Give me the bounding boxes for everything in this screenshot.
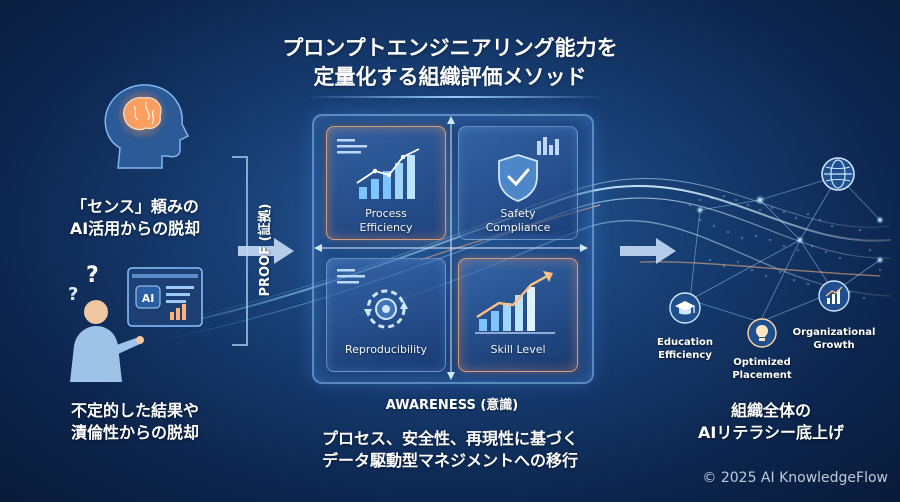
quadrant-repro-line1: Reproducibility	[345, 343, 427, 356]
bottom-center-line1: プロセス、安全性、再現性に基づく	[321, 429, 578, 448]
quadrant-skill-level: Skill Level	[458, 258, 578, 372]
laptop-ai-badge: AI	[141, 292, 155, 305]
bar-chart-icon	[337, 139, 420, 199]
growth-chart-icon	[475, 271, 555, 334]
right-caption-line1: 組織全体の	[730, 401, 811, 420]
node-education-line2: Efficiency	[658, 350, 712, 361]
y-axis-label: PROOF (証拠)	[258, 203, 273, 297]
left-caption-sense: 「センス」頼みの AI活用からの脱却	[40, 196, 230, 240]
right-caption: 組織全体の AIリテラシー底上げ	[676, 400, 866, 444]
globe-icon	[821, 157, 855, 191]
quadrant-skill-line1: Skill Level	[490, 343, 546, 356]
title-line-2: 定量化する組織評価メソッド	[313, 65, 587, 89]
x-axis-label: AWARENESS (意識)	[385, 398, 519, 413]
left-caption-unstable-line1: 不定的した結果や	[70, 401, 199, 420]
diagram-title: プロンプトエンジニアリング能力を 定量化する組織評価メソッド	[250, 30, 650, 96]
graduation-cap-icon	[669, 292, 701, 324]
quadrant-process-line2: Efficiency	[359, 221, 413, 234]
quadrant-repro-label: Reproducibility	[327, 343, 445, 357]
quadrant-safety-line2: Compliance	[485, 221, 551, 234]
left-caption-sense-line2: AI活用からの脱却	[69, 219, 201, 238]
node-placement-label: Optimized Placement	[716, 356, 808, 382]
quadrant-safety-compliance: Safety Compliance	[458, 126, 578, 240]
quadrant-reproducibility: Reproducibility	[326, 258, 446, 372]
svg-text:?: ?	[86, 263, 99, 288]
quadrant-process-line1: Process	[365, 207, 407, 220]
quadrant-safety-label: Safety Compliance	[459, 207, 577, 235]
left-caption-unstable: 不定的した結果や 漬倫性からの脱却	[40, 400, 230, 444]
bottom-center-line2: データ駆動型マネジメントへの移行	[321, 451, 578, 470]
left-caption-sense-line1: 「センス」頼みの	[71, 197, 199, 216]
bottom-center-caption: プロセス、安全性、再現性に基づく データ駆動型マネジメントへの移行	[290, 428, 610, 472]
node-placement-line2: Placement	[732, 370, 792, 381]
cycle-gear-icon	[337, 269, 408, 329]
arrow-matrix-to-right	[620, 238, 676, 264]
title-line-1: プロンプトエンジニアリング能力を	[282, 36, 618, 60]
svg-text:?: ?	[68, 284, 78, 305]
node-education-label: Education Efficiency	[640, 336, 730, 362]
node-growth-line2: Growth	[813, 340, 855, 351]
node-placement-line1: Optimized	[733, 357, 791, 368]
quadrant-skill-label: Skill Level	[459, 343, 577, 357]
node-education-line1: Education	[657, 337, 713, 348]
confused-person-illustration: ? ?	[68, 263, 203, 382]
quadrant-process-label: Process Efficiency	[327, 207, 445, 235]
left-caption-unstable-line2: 漬倫性からの脱却	[70, 423, 199, 442]
node-growth-label: Organizational Growth	[784, 326, 884, 352]
node-growth-line1: Organizational	[792, 327, 876, 338]
right-caption-line2: AIリテラシー底上げ	[697, 423, 845, 442]
copyright-text: © 2025 AI KnowledgeFlow	[702, 470, 888, 486]
quadrant-safety-line1: Safety	[500, 207, 536, 220]
arrow-left-to-matrix	[238, 238, 294, 264]
title-underline	[305, 96, 605, 98]
pie-chart-icon	[818, 280, 850, 312]
shield-check-icon	[498, 137, 559, 202]
quadrant-process-efficiency: Process Efficiency	[326, 126, 446, 240]
lightbulb-icon	[747, 318, 777, 348]
brain-head-icon	[104, 84, 190, 169]
